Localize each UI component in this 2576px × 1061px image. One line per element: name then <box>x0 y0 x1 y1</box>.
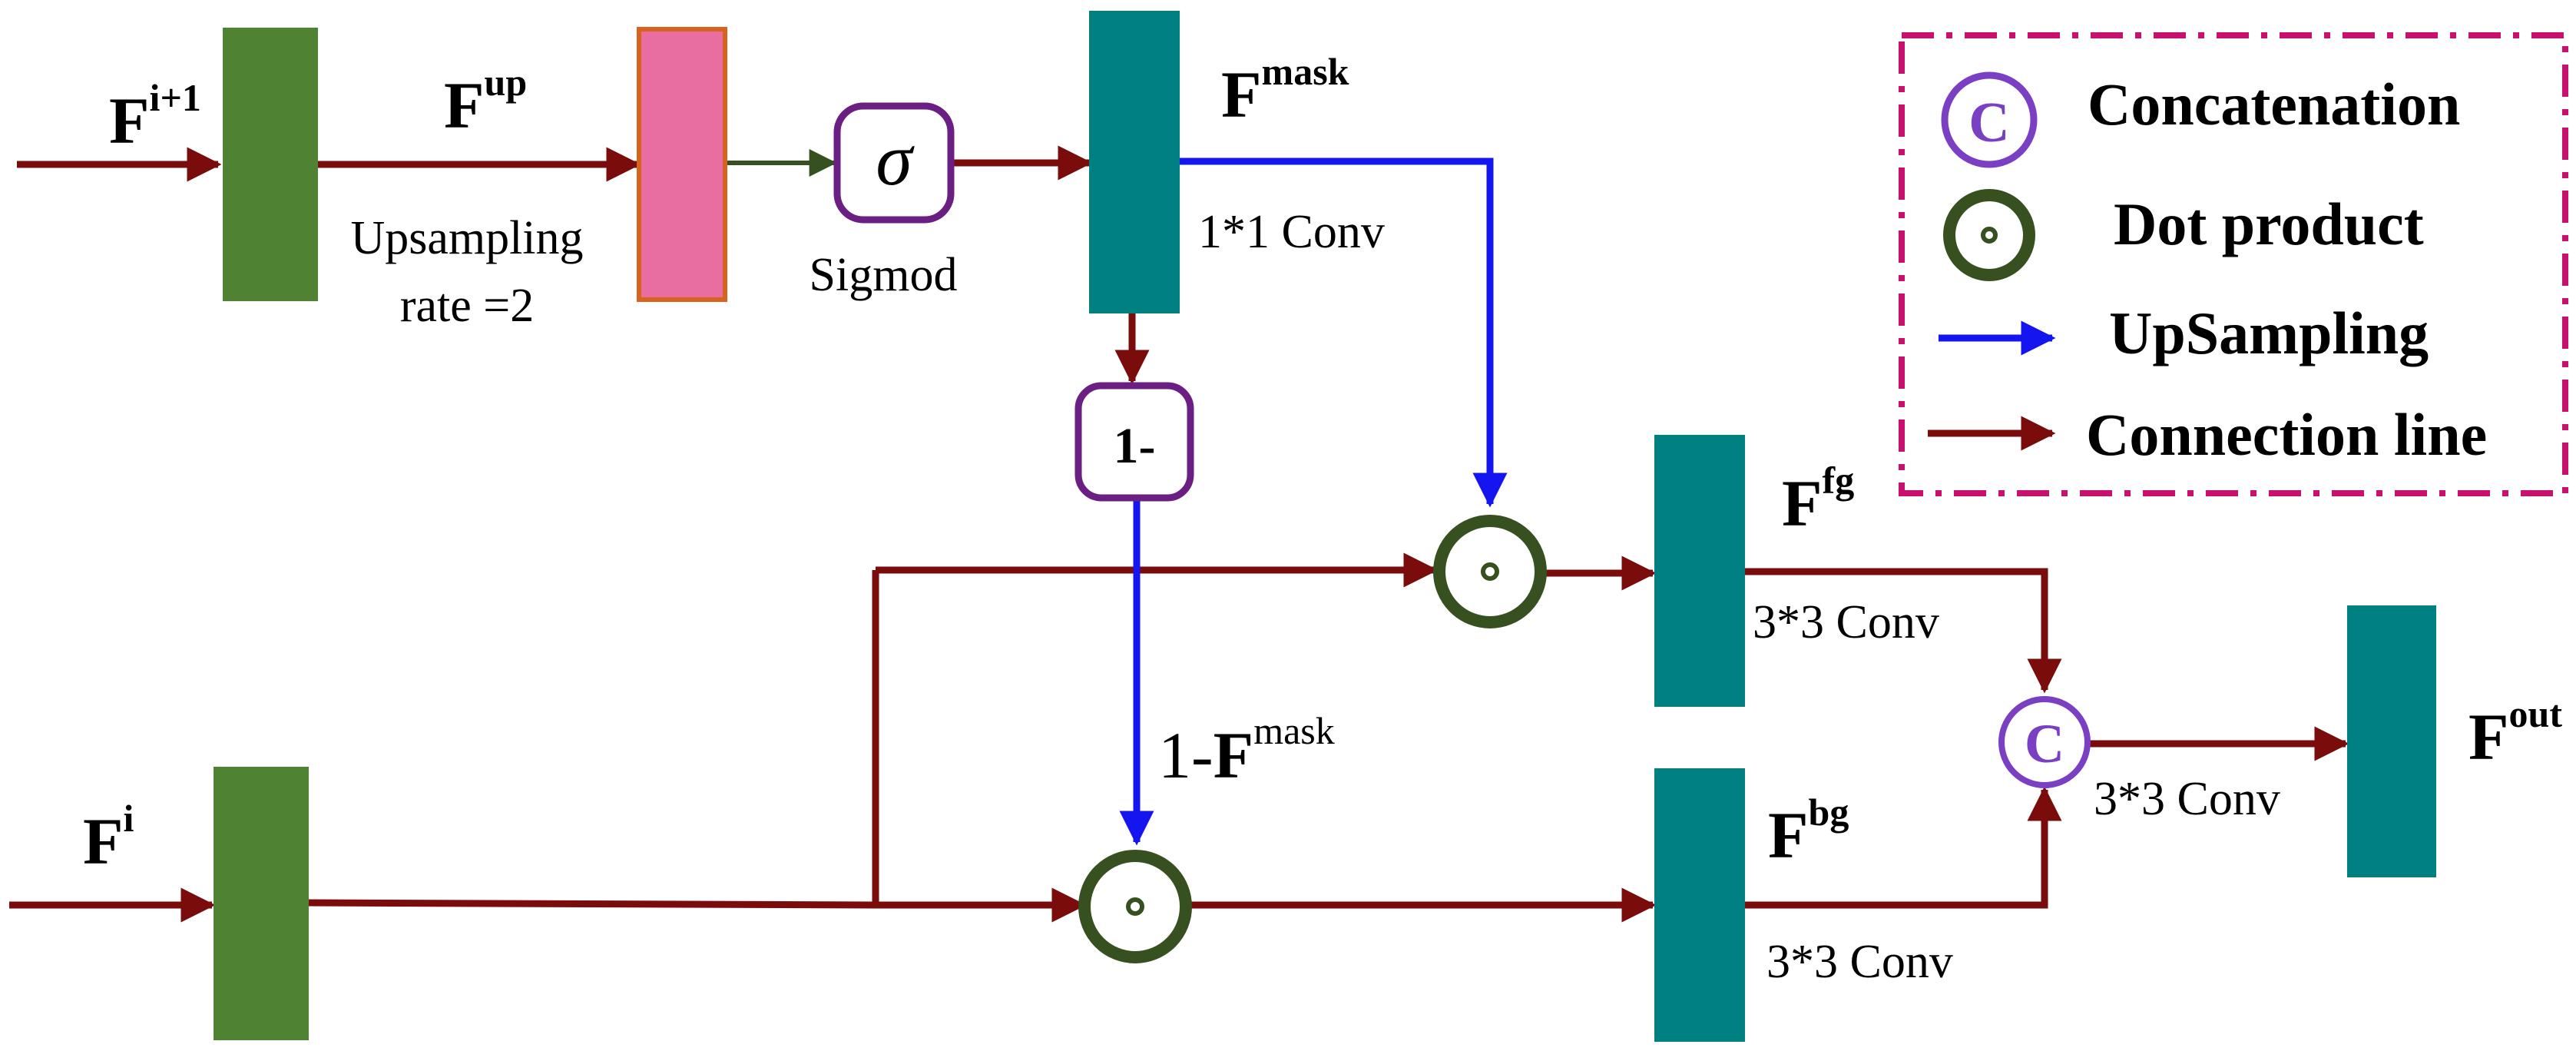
concat-operator: C <box>1998 696 2091 788</box>
label-f-mask: Fmask <box>1221 50 1349 131</box>
label-conv-1x1: 1*1 Conv <box>1198 206 1385 258</box>
upsampling-lines <box>1119 157 1508 846</box>
pink-block <box>637 27 727 302</box>
dot-product-top <box>1433 515 1547 628</box>
label-f-up: Fup <box>444 61 527 142</box>
one-minus-label: 1- <box>1114 418 1156 474</box>
legend-border <box>1899 32 2568 496</box>
green-block-top <box>223 28 318 301</box>
concatenation-icon: C <box>1941 71 2038 168</box>
bg-block <box>1654 768 1745 1042</box>
line-bg-to-concat <box>1743 786 2062 909</box>
legend-label-dot-product: Dot product <box>2114 191 2424 257</box>
label-f-i-plus-1: Fi+1 <box>109 76 201 157</box>
legend: C Concatenation Dot product UpSampling C… <box>1899 32 2568 496</box>
sigma-symbol: σ <box>876 118 915 201</box>
svg-text:C: C <box>1968 91 2009 154</box>
label-upsampling-line2: rate =2 <box>400 280 534 332</box>
label-f-out: Fout <box>2468 692 2562 774</box>
fg-block <box>1654 435 1745 707</box>
label-upsampling-line1: Upsampling <box>350 212 583 264</box>
dot-product-bottom <box>1078 850 1192 963</box>
label-f-fg: Ffg <box>1782 459 1854 540</box>
line-fg-to-concat <box>1743 568 2062 694</box>
legend-label-concatenation: Concatenation <box>2088 71 2460 138</box>
line-bottom-green-to-junction <box>305 899 876 909</box>
green-block-bottom <box>214 767 309 1040</box>
label-f-i: Fi <box>83 797 134 878</box>
label-sigmod: Sigmod <box>810 249 958 301</box>
label-conv-3x3-out: 3*3 Conv <box>2094 773 2280 825</box>
label-conv-3x3-fg: 3*3 Conv <box>1753 596 1939 648</box>
dot-product-icon <box>1943 189 2035 281</box>
label-one-minus-fmask: 1-Fmask <box>1158 709 1335 792</box>
legend-label-connection-line: Connection line <box>2086 401 2487 468</box>
one-minus-box <box>1074 382 1194 502</box>
mask-block <box>1089 11 1180 313</box>
concat-symbol: C <box>2025 713 2064 774</box>
label-f-bg: Fbg <box>1768 791 1849 872</box>
sigmoid-box <box>833 102 955 224</box>
out-block <box>2347 605 2436 877</box>
legend-label-upsampling: UpSampling <box>2109 300 2429 366</box>
connection-lines <box>9 145 2349 923</box>
label-conv-3x3-bg: 3*3 Conv <box>1766 936 1953 988</box>
line-mask-to-dot-top <box>1175 157 1508 508</box>
